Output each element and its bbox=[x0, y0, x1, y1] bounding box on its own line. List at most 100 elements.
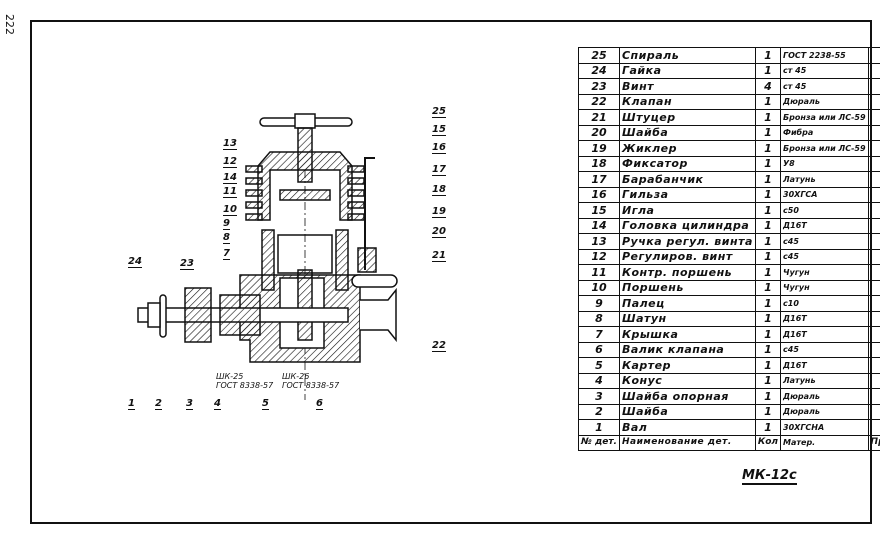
cell-name: Шайба опорная bbox=[618, 388, 756, 405]
spray-bar bbox=[357, 247, 377, 273]
cell-name: Фиксатор bbox=[618, 155, 756, 172]
cell-mat: Латунь bbox=[780, 372, 869, 389]
cell-note bbox=[867, 155, 880, 172]
cell-mat: Дюраль bbox=[780, 388, 869, 405]
cell-qty: 1 bbox=[754, 403, 782, 420]
cell-note bbox=[867, 93, 880, 110]
cell-note bbox=[867, 295, 880, 312]
nut bbox=[147, 302, 161, 328]
cell-mat: Дюраль bbox=[780, 403, 869, 420]
callout-12: 12 bbox=[223, 156, 237, 168]
cell-qty: 1 bbox=[754, 171, 782, 188]
cell-mat: Чугун bbox=[780, 279, 869, 296]
cell-mat: Бронза или ЛС-59 bbox=[780, 140, 869, 157]
callout-25: 25 bbox=[432, 106, 446, 118]
cell-num: 17 bbox=[578, 171, 620, 188]
callout-11: 11 bbox=[223, 186, 237, 198]
cell-note bbox=[867, 248, 880, 265]
connecting-rod bbox=[297, 269, 313, 341]
callout-23: 23 bbox=[180, 258, 194, 270]
cell-num: 5 bbox=[578, 357, 620, 374]
callout-5: 5 bbox=[262, 398, 269, 410]
cell-note bbox=[867, 372, 880, 389]
cell-mat: ГОСТ 2238-55 bbox=[780, 47, 869, 64]
callout-9: 9 bbox=[223, 218, 230, 230]
cell-name: Контр. поршень bbox=[618, 264, 756, 281]
cell-note bbox=[867, 357, 880, 374]
cell-note bbox=[867, 419, 880, 436]
callout-17: 17 bbox=[432, 164, 446, 176]
cell-note bbox=[867, 47, 880, 64]
cell-qty: 1 bbox=[754, 310, 782, 327]
cell-num: 24 bbox=[578, 62, 620, 79]
callout-2: 2 bbox=[155, 398, 162, 410]
callout-3: 3 bbox=[186, 398, 193, 410]
cell-mat: с10 bbox=[780, 295, 869, 312]
cell-num: 20 bbox=[578, 124, 620, 141]
callout-16: 16 bbox=[432, 142, 446, 154]
cell-qty: 1 bbox=[754, 341, 782, 358]
callout-22: 22 bbox=[432, 340, 446, 352]
cell-mat: Фибра bbox=[780, 124, 869, 141]
cell-note bbox=[867, 403, 880, 420]
callout-1: 1 bbox=[128, 398, 135, 410]
cell-num: 9 bbox=[578, 295, 620, 312]
cell-name: Регулиров. винт bbox=[618, 248, 756, 265]
cell-mat: Д16Т bbox=[780, 217, 869, 234]
cell-qty: 1 bbox=[754, 140, 782, 157]
cell-num: 14 bbox=[578, 217, 620, 234]
cell-qty: 1 bbox=[754, 62, 782, 79]
cell-num: 13 bbox=[578, 233, 620, 250]
cell-mat: ст 45 bbox=[780, 78, 869, 95]
cell-note bbox=[867, 233, 880, 250]
cell-num: 21 bbox=[578, 109, 620, 126]
callout-10: 10 bbox=[223, 204, 237, 216]
callout-19: 19 bbox=[432, 206, 446, 218]
needle bbox=[364, 157, 375, 270]
callout-21: 21 bbox=[432, 250, 446, 262]
cell-qty: 1 bbox=[754, 279, 782, 296]
cell-mat: Бронза или ЛС-59 bbox=[780, 109, 869, 126]
cell-qty: 1 bbox=[754, 155, 782, 172]
cell-name: Игла bbox=[618, 202, 756, 219]
cell-num: 11 bbox=[578, 264, 620, 281]
cell-mat: с45 bbox=[780, 248, 869, 265]
callout-8: 8 bbox=[223, 232, 230, 244]
cell-note bbox=[867, 62, 880, 79]
cell-note bbox=[867, 264, 880, 281]
cell-note bbox=[867, 78, 880, 95]
cell-qty: 1 bbox=[754, 248, 782, 265]
cell-name: Спираль bbox=[618, 47, 756, 64]
contra-piston bbox=[279, 189, 331, 201]
cell-mat: с45 bbox=[780, 341, 869, 358]
cell-qty: 1 bbox=[754, 419, 782, 436]
cell-name: Гайка bbox=[618, 62, 756, 79]
cell-num: 10 bbox=[578, 279, 620, 296]
cell-mat: Дюраль bbox=[780, 93, 869, 110]
cell-name: Барабанчик bbox=[618, 171, 756, 188]
cell-num: 7 bbox=[578, 326, 620, 343]
cell-name: Головка цилиндра bbox=[618, 217, 756, 234]
cell-num: 2 bbox=[578, 403, 620, 420]
cell-name: Ручка регул. винта bbox=[618, 233, 756, 250]
cell-num: 19 bbox=[578, 140, 620, 157]
cell-qty: 1 bbox=[754, 388, 782, 405]
cell-note bbox=[867, 202, 880, 219]
cell-qty: 1 bbox=[754, 326, 782, 343]
drawing-code: МК-12с bbox=[742, 468, 797, 485]
cell-note bbox=[867, 279, 880, 296]
